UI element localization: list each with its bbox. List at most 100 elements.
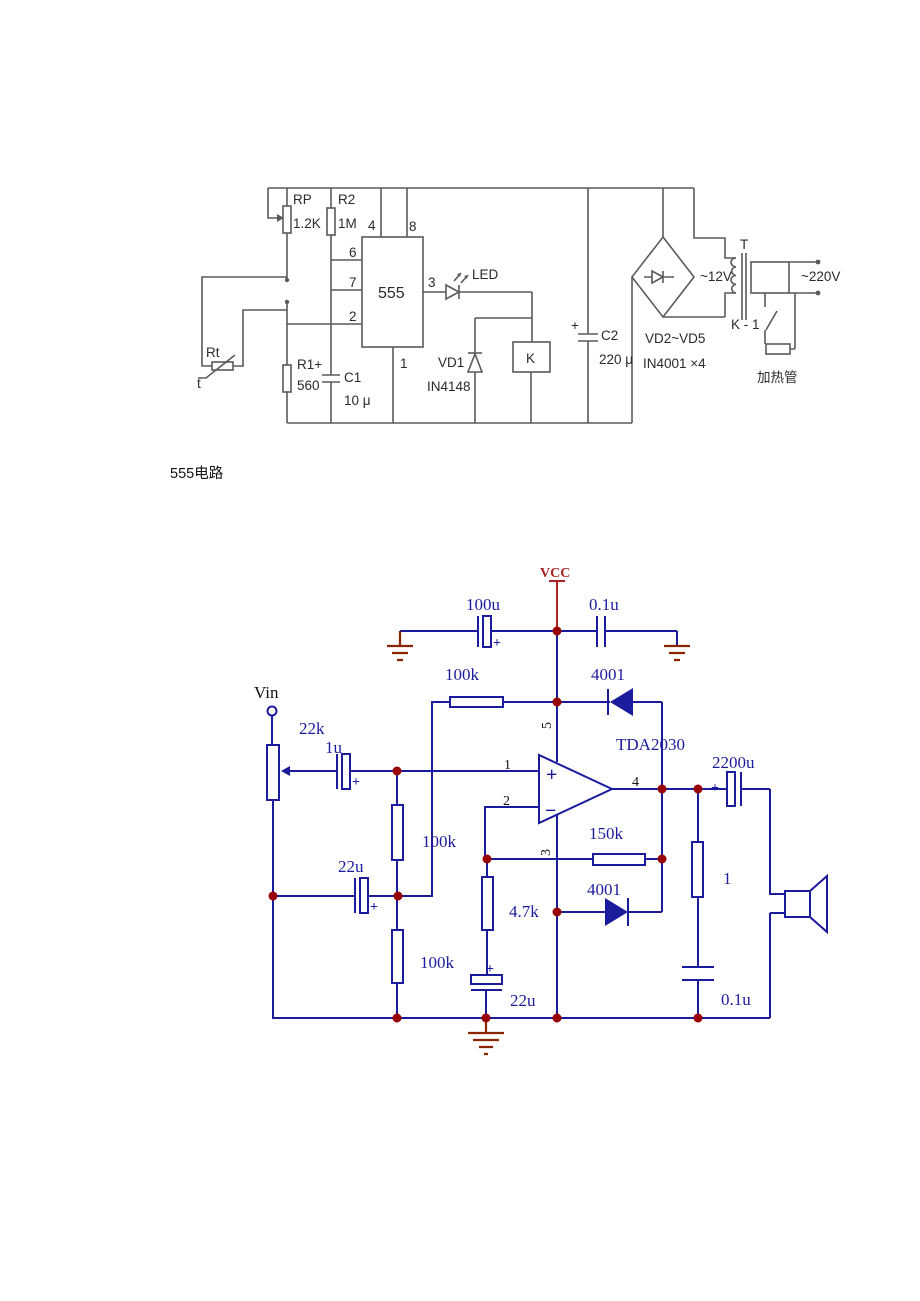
label-4001-top: 4001 [591, 665, 625, 684]
label-pin8: 8 [409, 219, 417, 234]
junction-dot [657, 854, 667, 864]
label-transformer-t: T [740, 237, 748, 252]
label-pin3: 3 [539, 849, 554, 856]
label-pin3: 3 [428, 275, 436, 290]
junction-dot [481, 1013, 491, 1023]
contact-dot [284, 277, 290, 283]
label-01u-bottom: 0.1u [721, 990, 751, 1009]
circuit-tda2030: VCC 100u 0.1u + 100k 4001 Vin 22k 1u + 1… [254, 566, 828, 1056]
label-22u-bottom: 22u [510, 991, 536, 1010]
transformer-core [741, 253, 747, 320]
junction-dot [657, 784, 667, 794]
label-opamp-minus: − [545, 800, 556, 822]
diode-4001-top-icon [610, 688, 633, 716]
resistor-100k-feedback [449, 696, 504, 708]
junction-dot [552, 1013, 562, 1023]
label-plus-22u-fb: + [370, 900, 378, 915]
label-pin4: 4 [632, 775, 639, 790]
label-r2-value: 1M [338, 216, 357, 231]
heater-resistor [765, 343, 791, 355]
label-01u-top: 0.1u [589, 595, 619, 614]
label-vd1: VD1 [438, 355, 464, 370]
label-plus-1u: + [352, 775, 360, 790]
junction-dot [552, 697, 562, 707]
capacitor-22u-bottom [470, 974, 503, 985]
rp-wiper-wire [267, 188, 277, 219]
label-rt: Rt [206, 345, 220, 360]
label-ic-555: 555 [378, 285, 405, 302]
label-pin1: 1 [504, 758, 511, 773]
resistor-r2 [326, 207, 336, 236]
label-plus-100u: + [493, 636, 501, 651]
resistor-100k-mid [391, 804, 404, 861]
thermistor-stroke-icon [198, 354, 236, 379]
label-47k: 4.7k [509, 902, 539, 921]
mains-terminal-dot [815, 290, 821, 296]
label-resistor-1: 1 [723, 869, 732, 888]
label-r1: R1+ [297, 357, 322, 372]
label-r1-value: 560 [297, 378, 320, 393]
label-heater: 加热管 [757, 370, 798, 385]
label-plus-22u-bot: + [486, 962, 494, 977]
label-22k: 22k [299, 719, 325, 738]
label-150k: 150k [589, 824, 624, 843]
caption-555: 555电路 [170, 465, 224, 482]
label-12v: ~12V [700, 269, 732, 284]
mains-terminal-dot [815, 259, 821, 265]
resistor-150k [592, 853, 646, 866]
ground-icon [664, 644, 690, 662]
label-pin4: 4 [368, 218, 376, 233]
label-opamp-plus: + [546, 764, 557, 786]
pot-wiper-arrow-icon [281, 766, 290, 776]
capacitor-2200u [726, 771, 736, 807]
ground-icon [468, 1018, 504, 1056]
label-4001-bottom: 4001 [587, 880, 621, 899]
capacitor-c1 [322, 374, 340, 383]
label-pin7: 7 [349, 275, 357, 290]
pin2-wire [484, 806, 539, 859]
label-2200u: 2200u [712, 753, 755, 772]
label-c2-plus: + [571, 318, 579, 333]
diode-4001-bottom-icon [605, 898, 628, 926]
label-vcc: VCC [540, 566, 570, 581]
bridge-diode-icon [651, 269, 665, 285]
label-1u: 1u [325, 738, 343, 757]
label-k1: K - 1 [731, 317, 760, 332]
label-220v: ~220V [801, 269, 840, 284]
label-100k-mid: 100k [422, 832, 457, 851]
label-tda2030: TDA2030 [616, 735, 685, 754]
resistor-r1 [282, 364, 292, 393]
circuit-555: RP 1.2K R2 1M 4 8 6 7 2 555 3 LED 1 VD1 … [197, 187, 840, 424]
ground-rail [272, 800, 770, 1019]
junction-dot [482, 854, 492, 864]
label-c2-value: 220 μ [599, 352, 633, 367]
label-r2: R2 [338, 192, 355, 207]
potentiometer-22k [266, 744, 280, 801]
label-rp-value: 1.2K [293, 216, 321, 231]
label-pin2: 2 [503, 794, 510, 809]
junction-dot [552, 626, 562, 636]
junction-dot [552, 907, 562, 917]
vin-terminal [266, 705, 278, 717]
led-light-arrows-icon [453, 272, 469, 284]
rp-wiper-arrow-icon [277, 214, 284, 222]
led-diode-icon [445, 283, 461, 301]
label-pin6: 6 [349, 245, 357, 260]
speaker-icon [784, 890, 811, 918]
label-bridge: VD2~VD5 [645, 331, 705, 346]
label-relay-k: K [526, 351, 535, 366]
thermistor-rt [211, 361, 234, 371]
contact-dot [284, 299, 290, 305]
label-pin2: 2 [349, 309, 357, 324]
label-rp: RP [293, 192, 312, 207]
label-led: LED [472, 267, 499, 282]
vcc-stub [549, 580, 565, 631]
label-plus-2200u: + [711, 781, 719, 796]
capacitor-01u-top [596, 616, 606, 647]
label-vin: Vin [254, 683, 279, 702]
label-pin5: 5 [540, 722, 555, 729]
transformer-primary [750, 261, 790, 294]
k1-switch-icon [764, 293, 778, 344]
junction-dot [392, 1013, 402, 1023]
capacitor-01u-bottom [682, 966, 714, 981]
